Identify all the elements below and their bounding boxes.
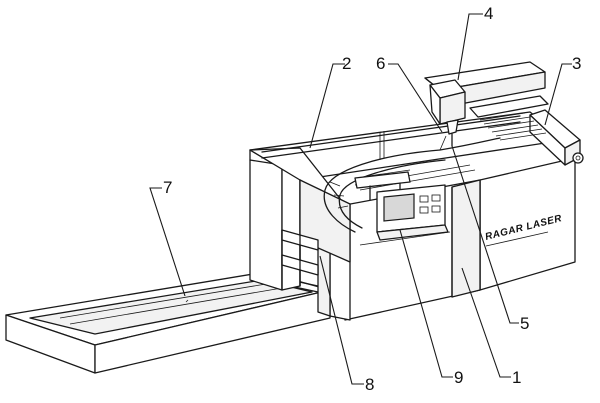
control-panel	[354, 171, 449, 241]
leader-lines	[149, 13, 572, 385]
callout-1: 1	[512, 368, 521, 387]
gantry-support-cabinet	[479, 109, 584, 166]
callout-2: 2	[342, 54, 351, 73]
callout-6: 6	[376, 54, 385, 73]
cable-chain	[323, 137, 501, 233]
inner-rails	[261, 115, 521, 160]
exchange-rack	[281, 229, 319, 291]
callout-4: 4	[484, 4, 493, 23]
callout-3: 3	[572, 54, 581, 73]
laser-head	[429, 79, 466, 151]
callout-7: 7	[163, 178, 172, 197]
callout-5: 5	[520, 314, 529, 333]
callout-8: 8	[365, 375, 374, 394]
callout-9: 9	[454, 368, 463, 387]
gantry	[424, 61, 549, 118]
